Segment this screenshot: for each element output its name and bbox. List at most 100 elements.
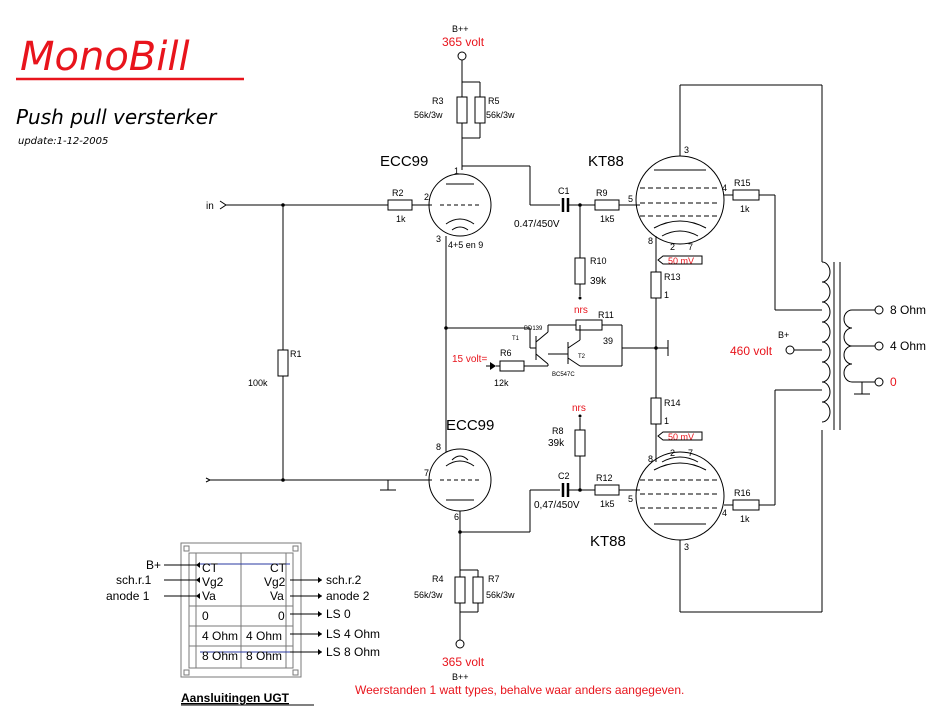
R8-resistor xyxy=(574,429,586,457)
C1-name: C1 xyxy=(558,186,570,196)
ecc99-bottom-tube xyxy=(428,448,492,512)
C2-value: 0,47/450V xyxy=(534,500,580,511)
R7-value: 56k/3w xyxy=(486,590,515,600)
R3-name: R3 xyxy=(432,96,444,106)
T1-transistor xyxy=(530,331,549,365)
ugt-8ohm-right: 8 Ohm xyxy=(246,649,282,663)
R12-resistor xyxy=(594,484,620,496)
kt88-top-pin-cathode: 8 xyxy=(648,236,653,246)
C2-name: C2 xyxy=(558,471,570,481)
supply-top-label: B++ xyxy=(452,24,469,34)
ugt-label-anode2: anode 2 xyxy=(326,589,370,603)
footnote: Weerstanden 1 watt types, behalve waar a… xyxy=(355,683,684,697)
bplus-label: B+ xyxy=(778,330,789,340)
R16-name: R16 xyxy=(734,488,751,498)
ugt-label-bplus: B+ xyxy=(146,558,161,572)
R13-resistor xyxy=(650,271,662,299)
mv-bottom-probe: 50 mV xyxy=(668,432,694,442)
ecc99-top-tube xyxy=(428,173,492,237)
ecc99-top-heater: 4+5 en 9 xyxy=(448,240,483,250)
supply-bottom-terminal xyxy=(455,639,465,649)
R4-value: 56k/3w xyxy=(414,590,443,600)
R11-name: R11 xyxy=(598,310,614,320)
R9-value: 1k5 xyxy=(600,214,615,224)
T2-transistor xyxy=(548,339,581,367)
output-8ohm-label: 8 Ohm xyxy=(890,303,926,317)
kt88-bottom-pin-h2: 2 xyxy=(670,448,675,458)
ugt-label-ls8: LS 8 Ohm xyxy=(326,645,380,659)
mv-top-probe: 50 mV xyxy=(668,256,694,266)
ugt-8ohm-left: 8 Ohm xyxy=(202,649,238,663)
title: MonoBill xyxy=(20,34,190,80)
R1-resistor xyxy=(277,349,289,377)
ecc99-top-pin-grid: 2 xyxy=(424,192,429,202)
R10-resistor xyxy=(574,257,586,285)
R1-value: 100k xyxy=(248,378,268,388)
T1-type: BD139 xyxy=(524,326,543,332)
kt88-top-pin-g1: 5 xyxy=(628,194,633,204)
ugt-0-right: 0 xyxy=(278,609,285,623)
R8-value: 39k xyxy=(548,438,565,449)
bias-voltage: 15 volt= xyxy=(452,354,487,365)
R4-resistor xyxy=(454,576,466,604)
R6-resistor xyxy=(499,360,525,372)
ugt-0-left: 0 xyxy=(202,609,209,623)
ecc99-top-label: ECC99 xyxy=(380,153,428,170)
output-4ohm-label: 4 Ohm xyxy=(890,339,926,353)
R14-name: R14 xyxy=(664,398,681,408)
T2-type: BC547C xyxy=(552,372,575,378)
output-transformer-secondary xyxy=(843,309,853,383)
ecc99-top-pin-cathode: 3 xyxy=(436,234,441,244)
ugt-label-ls0: LS 0 xyxy=(326,607,351,621)
R2-resistor xyxy=(387,199,413,211)
kt88-top-pin-g2: 4 xyxy=(722,183,727,193)
kt88-bottom-pin-g2: 4 xyxy=(722,508,727,518)
R2-name: R2 xyxy=(392,188,404,198)
R2-value: 1k xyxy=(396,214,406,224)
supply-bottom-voltage: 365 volt xyxy=(442,655,485,669)
R14-value: 1 xyxy=(664,416,669,426)
R3-resistor xyxy=(456,96,468,124)
supply-bottom-label: B++ xyxy=(452,672,469,682)
kt88-bottom-label: KT88 xyxy=(590,533,626,550)
R1-name: R1 xyxy=(290,349,302,359)
R10-value: 39k xyxy=(590,276,607,287)
R7-resistor xyxy=(472,576,484,604)
kt88-bottom-pin-cathode: 8 xyxy=(648,454,653,464)
ugt-connection-box xyxy=(180,542,302,678)
subtitle: Push pull versterker xyxy=(16,105,218,129)
kt88-top-pin-anode: 3 xyxy=(684,145,689,155)
R11-value: 39 xyxy=(603,336,613,346)
R7-name: R7 xyxy=(488,574,500,584)
R12-name: R12 xyxy=(596,473,613,483)
ugt-ct-left: CT xyxy=(202,561,219,575)
kt88-top-pin-h2: 2 xyxy=(670,242,675,252)
ugt-va-left: Va xyxy=(202,589,216,603)
ugt-label-schr2: sch.r.2 xyxy=(326,573,362,587)
output-transformer-primary xyxy=(821,261,831,423)
input-label: in xyxy=(206,201,214,212)
nrs-bottom: nrs xyxy=(572,403,586,414)
ugt-label-schr1: sch.r.1 xyxy=(116,573,152,587)
kt88-bottom-pin-anode: 3 xyxy=(684,542,689,552)
R13-value: 1 xyxy=(664,290,669,300)
R16-resistor xyxy=(732,499,760,511)
R5-resistor xyxy=(474,96,486,124)
C2-capacitor xyxy=(561,483,570,497)
T2-name: T2 xyxy=(578,354,586,360)
output-0-terminal xyxy=(874,377,884,387)
output-0-label: 0 xyxy=(890,375,897,389)
R15-resistor xyxy=(732,189,760,201)
R6-value: 12k xyxy=(494,378,509,388)
ugt-title: Aansluitingen UGT xyxy=(181,691,290,705)
T1-name: T1 xyxy=(512,336,520,342)
ugt-4ohm-right: 4 Ohm xyxy=(246,629,282,643)
ugt-vg2-left: Vg2 xyxy=(202,575,224,589)
R8-name: R8 xyxy=(552,426,564,436)
ugt-4ohm-left: 4 Ohm xyxy=(202,629,238,643)
kt88-top-label: KT88 xyxy=(588,153,624,170)
R13-name: R13 xyxy=(664,272,681,282)
output-8ohm-terminal xyxy=(874,305,884,315)
ugt-label-ls4: LS 4 Ohm xyxy=(326,627,380,641)
